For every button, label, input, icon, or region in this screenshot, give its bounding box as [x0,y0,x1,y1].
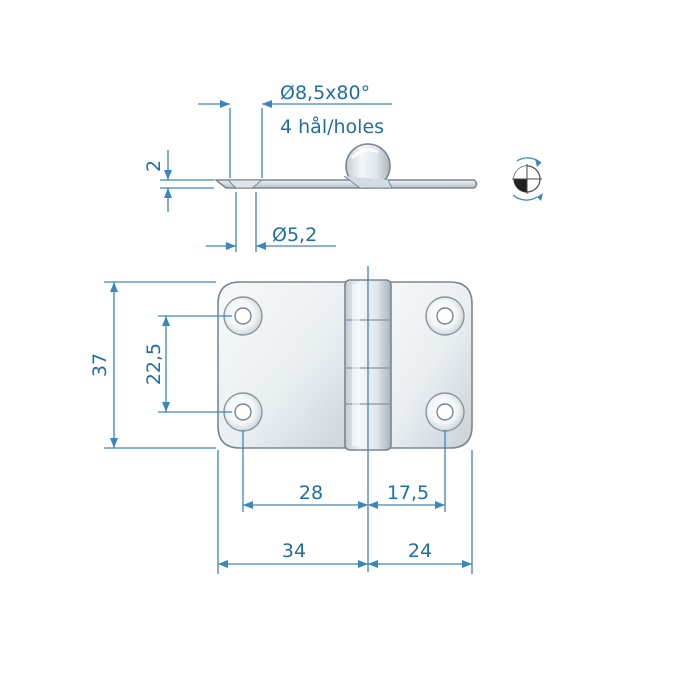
side-view: Ø8,5x80° 4 hål/holes 2 Ø5,2 [143,82,478,252]
width-right-leaf-label: 24 [408,540,432,562]
hole-top-right [425,296,465,336]
knuckle-highlight [350,148,379,160]
hole-bottom-right [425,392,465,432]
side-view-plate [213,179,478,189]
first-angle-projection-icon [512,157,543,201]
countersink-left [226,179,264,189]
height-overall-label: 37 [89,353,111,377]
knuckle-highlight-strip [352,284,360,446]
hole-top-left [223,296,263,336]
hole-spacing-label: 22,5 [143,343,165,385]
width-left-leaf-label: 34 [282,540,306,562]
hole-offset-left-label: 28 [299,482,323,504]
hole-offset-right-label: 17,5 [387,482,429,504]
hole-spec-line1: Ø8,5x80° [280,82,370,104]
knuckle-leaf-joint [343,175,393,189]
hole-spec-line2: 4 hål/holes [280,115,384,138]
front-view: 37 22,5 28 17,5 34 24 [89,266,473,574]
hole-bottom-left [223,392,263,432]
thickness-label: 2 [143,160,165,172]
pin-diameter-label: Ø5,2 [272,224,317,246]
